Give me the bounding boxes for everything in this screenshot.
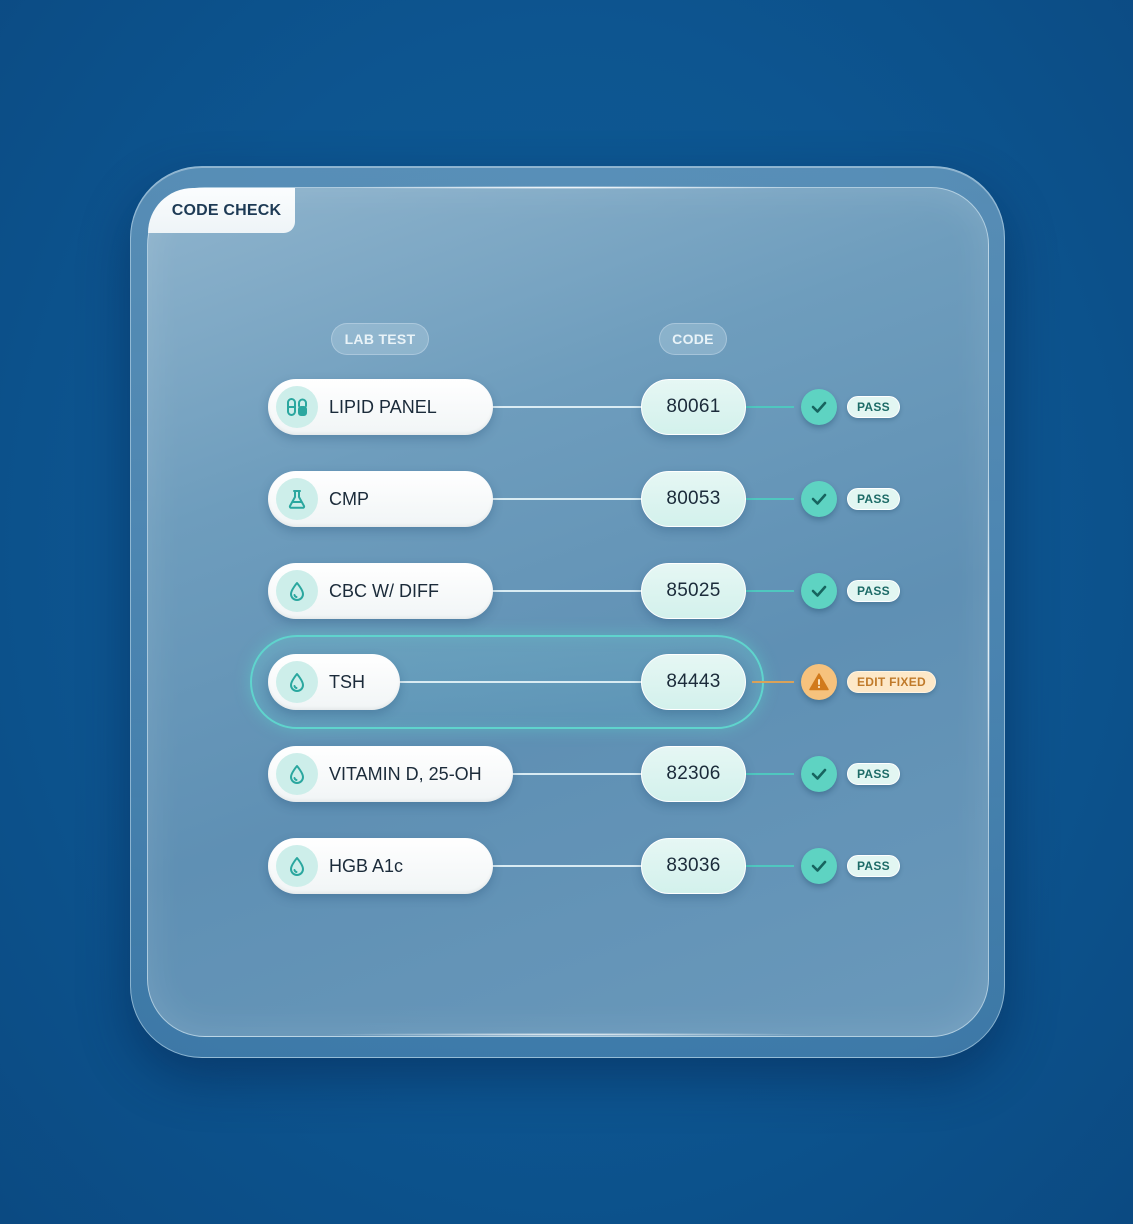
code-pill[interactable]: 84443 xyxy=(641,654,746,710)
check-icon xyxy=(801,848,837,884)
lab-test-pill[interactable]: TSH xyxy=(268,654,400,710)
check-icon xyxy=(801,573,837,609)
status-connector-line xyxy=(744,590,794,592)
column-header-lab-test: LAB TEST xyxy=(331,323,429,355)
column-header-code: CODE xyxy=(659,323,727,355)
table-row[interactable]: HGB A1c 83036 PASS xyxy=(0,837,1133,895)
lab-test-pill[interactable]: CBC W/ DIFF xyxy=(268,563,493,619)
code-pill[interactable]: 80053 xyxy=(641,471,746,527)
table-row[interactable]: VITAMIN D, 25-OH 82306 PASS xyxy=(0,745,1133,803)
status-connector-line xyxy=(752,681,794,683)
lab-test-name: VITAMIN D, 25-OH xyxy=(329,763,482,784)
status-connector-line xyxy=(744,865,794,867)
check-icon xyxy=(801,389,837,425)
bottom-edge-glow xyxy=(320,1033,820,1036)
code-pill[interactable]: 82306 xyxy=(641,746,746,802)
row-connector-line xyxy=(398,681,645,683)
status-connector-line xyxy=(744,406,794,408)
table-row[interactable]: LIPID PANEL 80061 PASS xyxy=(0,378,1133,436)
status-badge: PASS xyxy=(847,763,900,785)
lab-test-pill[interactable]: CMP xyxy=(268,471,493,527)
drop-icon xyxy=(276,753,318,795)
status-badge: PASS xyxy=(847,396,900,418)
drop-icon xyxy=(276,570,318,612)
status-connector-line xyxy=(744,498,794,500)
table-row[interactable]: CMP 80053 PASS xyxy=(0,470,1133,528)
drop-icon xyxy=(276,845,318,887)
check-icon xyxy=(801,756,837,792)
pills-icon xyxy=(276,386,318,428)
top-edge-glow xyxy=(320,186,820,189)
row-connector-line xyxy=(490,865,645,867)
lab-test-name: CBC W/ DIFF xyxy=(329,580,439,601)
row-connector-line xyxy=(490,406,645,408)
flask-icon xyxy=(276,478,318,520)
code-pill[interactable]: 85025 xyxy=(641,563,746,619)
row-connector-line xyxy=(510,773,645,775)
lab-test-pill[interactable]: LIPID PANEL xyxy=(268,379,493,435)
lab-test-pill[interactable]: VITAMIN D, 25-OH xyxy=(268,746,513,802)
lab-test-pill[interactable]: HGB A1c xyxy=(268,838,493,894)
lab-test-name: HGB A1c xyxy=(329,855,404,876)
panel-title: CODE CHECK xyxy=(171,201,282,219)
row-connector-line xyxy=(490,590,645,592)
lab-test-name: LIPID PANEL xyxy=(329,396,437,417)
code-pill[interactable]: 80061 xyxy=(641,379,746,435)
code-pill[interactable]: 83036 xyxy=(641,838,746,894)
table-row[interactable]: CBC W/ DIFF 85025 PASS xyxy=(0,562,1133,620)
right-edge-glow xyxy=(987,440,990,840)
row-connector-line xyxy=(490,498,645,500)
drop-icon xyxy=(276,661,318,703)
lab-test-name: CMP xyxy=(329,488,369,509)
warning-icon xyxy=(801,664,837,700)
status-badge: EDIT FIXED xyxy=(847,671,937,693)
lab-test-name: TSH xyxy=(329,671,365,692)
status-connector-line xyxy=(744,773,794,775)
check-icon xyxy=(801,481,837,517)
table-row-flagged[interactable]: TSH 84443 EDIT FIXED xyxy=(0,653,1133,711)
panel-title-tab: CODE CHECK xyxy=(148,188,295,233)
status-badge: PASS xyxy=(847,580,900,602)
status-badge: PASS xyxy=(847,488,900,510)
status-badge: PASS xyxy=(847,855,900,877)
